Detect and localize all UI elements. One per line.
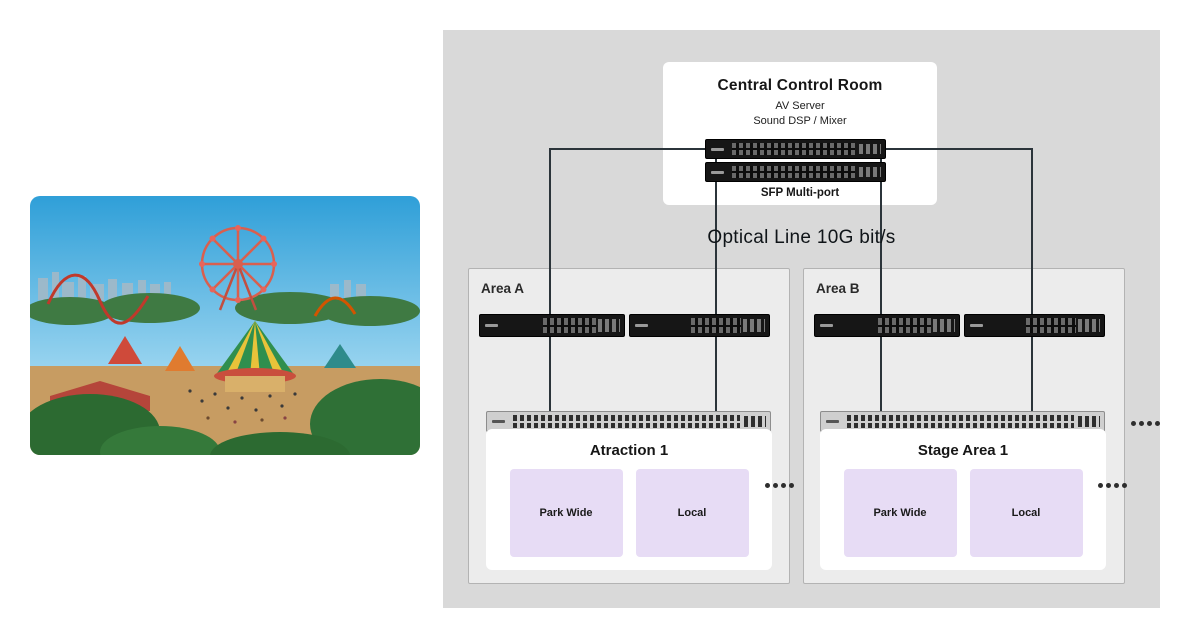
- switch-logo: [826, 420, 839, 423]
- attraction-1-box: Atraction 1 Park Wide Local: [486, 429, 772, 570]
- area-a-label: Area A: [481, 281, 525, 296]
- area-a-switch-2-icon: [629, 314, 770, 337]
- central-control-room-box: Central Control Room AV Server Sound DSP…: [663, 62, 937, 205]
- attraction-1-title: Atraction 1: [589, 442, 669, 459]
- local-zone: Local: [969, 469, 1083, 557]
- crowd: [188, 389, 297, 424]
- more-units-dots-area-b: [1098, 483, 1127, 488]
- switch-ports: [513, 415, 740, 428]
- attraction-1-zones: Park Wide Local: [486, 469, 772, 557]
- switch-uplink-ports: [598, 319, 620, 332]
- switch-uplink-ports: [933, 319, 955, 332]
- ferris-wheel: [199, 225, 277, 311]
- switch-logo: [970, 324, 983, 327]
- switch-ports: [732, 166, 855, 178]
- carousel-tent: [214, 321, 296, 392]
- optical-line-mid-left: [715, 150, 717, 418]
- park-wide-zone: Park Wide: [843, 469, 957, 557]
- switch-logo: [635, 324, 648, 327]
- switch-logo: [492, 420, 505, 423]
- area-a-switch-1-icon: [479, 314, 625, 337]
- optical-line-right: [1031, 148, 1033, 420]
- roller-coaster: [46, 273, 357, 325]
- distant-trees: [30, 292, 420, 326]
- stage-area-1-zones: Park Wide Local: [820, 469, 1106, 557]
- switch-logo: [485, 324, 498, 327]
- switch-ports: [543, 318, 596, 333]
- switch-uplink-ports: [1078, 416, 1100, 427]
- more-areas-dots: [1131, 421, 1160, 426]
- optical-line-mid-right: [880, 150, 882, 418]
- switch-ports: [691, 318, 741, 333]
- park-photo-illustration: [30, 196, 420, 455]
- more-units-dots-area-a: [765, 483, 794, 488]
- switch-uplink-ports: [743, 319, 765, 332]
- switch-uplink-ports: [1078, 319, 1100, 332]
- switch-logo: [711, 170, 724, 174]
- switch-ports: [878, 318, 931, 333]
- sfp-multiport-label: SFP Multi-port: [760, 187, 840, 199]
- park-wide-zone: Park Wide: [509, 469, 623, 557]
- area-b-switch-2-icon: [964, 314, 1105, 337]
- small-tents: [108, 336, 356, 371]
- switch-uplink-ports: [744, 416, 766, 427]
- central-control-room-title: Central Control Room: [717, 77, 883, 94]
- switch-uplink-ports: [859, 144, 881, 154]
- local-zone: Local: [635, 469, 749, 557]
- optical-line-left-horizontal: [549, 148, 713, 150]
- switch-ports: [847, 415, 1074, 428]
- optical-line-left: [549, 148, 551, 420]
- central-switch-1-icon: [705, 139, 886, 159]
- area-b-label: Area B: [816, 281, 860, 296]
- stage-area-1-box: Stage Area 1 Park Wide Local: [820, 429, 1106, 570]
- switch-logo: [820, 324, 833, 327]
- sound-dsp-mixer-label: Sound DSP / Mixer: [753, 115, 847, 127]
- optical-line-label: Optical Line 10G bit/s: [707, 227, 896, 248]
- central-switch-2-icon: [705, 162, 886, 182]
- switch-logo: [711, 147, 724, 151]
- optical-line-right-horizontal: [884, 148, 1033, 150]
- switch-ports: [732, 143, 855, 155]
- area-b-switch-1-icon: [814, 314, 960, 337]
- foreground-trees: [30, 379, 420, 455]
- switch-ports: [1026, 318, 1076, 333]
- city-skyline: [38, 272, 366, 300]
- av-server-label: AV Server: [775, 100, 825, 112]
- switch-uplink-ports: [859, 167, 881, 177]
- park-photo: [30, 196, 420, 455]
- stage-area-1-title: Stage Area 1: [917, 442, 1009, 459]
